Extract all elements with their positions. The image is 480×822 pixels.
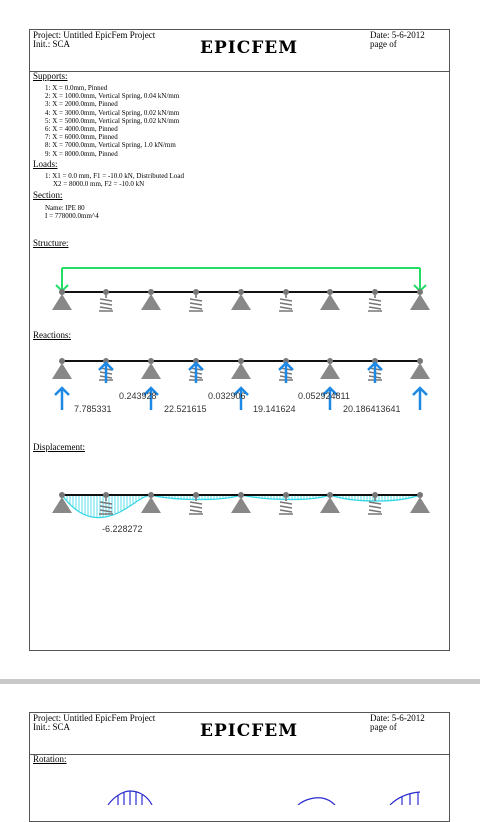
spring-support-icon — [189, 289, 203, 312]
reaction-arrow-icon — [233, 386, 249, 410]
spring-support-icon — [368, 492, 382, 515]
section-title: Section: — [33, 190, 63, 200]
header-left: Project: Untitled EpicFem Project Init.:… — [33, 714, 155, 732]
header-right: Date: 5-6-2012 page of — [370, 31, 425, 49]
reaction-arrows — [54, 361, 428, 410]
support-item: 5: X = 5000.0mm, Vertical Spring, 0.02 k… — [45, 116, 180, 125]
displacement-diagram: -6.228272 — [52, 492, 430, 534]
section-name: Name: IPE 80 — [45, 204, 85, 212]
supports-group — [52, 492, 430, 515]
reaction-labels: 7.785331 0.243928 22.521615 0.032906 19.… — [74, 391, 401, 414]
support-item: 9: X = 8000.0mm, Pinned — [45, 149, 118, 158]
reaction-value: 0.052924811 — [298, 391, 350, 401]
section-props: Name: IPE 80 I = 778000.0mm^4 — [45, 204, 99, 220]
reactions-title: Reactions: — [33, 330, 71, 340]
loads-list: 1: X1 = 0.0 mm, F1 = -10.0 kN, Distribut… — [45, 172, 184, 188]
support-item: 3: X = 2000.0mm, Pinned — [45, 100, 118, 109]
load-item: 1: X1 = 0.0 mm, F1 = -10.0 kN, Distribut… — [45, 172, 184, 180]
triangle-support-icon — [231, 289, 251, 310]
displacement-curve — [60, 494, 421, 519]
loads-title: Loads: — [33, 159, 58, 169]
reaction-arrow-icon — [278, 361, 294, 383]
date: Date: 5-6-2012 — [370, 30, 425, 40]
reaction-value: 0.243928 — [119, 391, 157, 401]
triangle-support-icon — [320, 358, 340, 379]
displacement-title: Displacement: — [33, 442, 85, 452]
triangle-support-icon — [410, 358, 430, 379]
reaction-arrow-icon — [322, 386, 338, 410]
load-item: X2 = 8000.0 mm, F2 = -10.0 kN — [53, 180, 145, 189]
support-item: 1: X = 0.0mm, Pinned — [45, 84, 108, 92]
support-item: 4: X = 3000.0mm, Vertical Spring, 0.02 k… — [45, 108, 180, 117]
epicfem-logo: EPICFEM — [200, 38, 299, 58]
support-item: 8: X = 7000.0mm, Vertical Spring, 1.0 kN… — [45, 141, 176, 150]
triangle-support-icon — [141, 289, 161, 310]
supports-group — [52, 289, 430, 312]
triangle-support-icon — [410, 492, 430, 513]
epicfem-logo: EPICFEM — [200, 721, 299, 741]
triangle-support-icon — [141, 358, 161, 379]
triangle-support-icon — [52, 358, 72, 379]
page-header: Project: Untitled EpicFem Project Init.:… — [30, 713, 449, 755]
supports-group — [52, 358, 430, 381]
reaction-arrow-icon — [98, 361, 114, 383]
triangle-support-icon — [320, 492, 340, 513]
triangle-support-icon — [320, 289, 340, 310]
rotation-diagram — [107, 790, 421, 805]
reaction-value: 0.032906 — [208, 391, 246, 401]
triangle-support-icon — [231, 492, 251, 513]
page-header: Project: Untitled EpicFem Project Init.:… — [30, 30, 449, 72]
spring-support-icon — [368, 289, 382, 312]
project-name: Project: Untitled EpicFem Project — [33, 713, 156, 723]
triangle-support-icon — [141, 492, 161, 513]
reaction-value: 22.521615 — [164, 404, 207, 414]
support-item: 2: X = 1000.0mm, Vertical Spring, 0.04 k… — [45, 92, 180, 101]
initials: Init.: SCA — [33, 722, 71, 732]
section-inertia: I = 778000.0mm^4 — [45, 212, 99, 221]
report-page-2: Project: Untitled EpicFem Project Init.:… — [29, 712, 450, 822]
structure-title: Structure: — [33, 238, 69, 248]
triangle-support-icon — [52, 492, 72, 513]
date: Date: 5-6-2012 — [370, 713, 425, 723]
triangle-support-icon — [410, 289, 430, 310]
initials: Init.: SCA — [33, 39, 71, 49]
reaction-value: 7.785331 — [74, 404, 112, 414]
reaction-arrow-icon — [143, 386, 159, 410]
displacement-min-label: -6.228272 — [102, 524, 143, 534]
page-separator — [0, 679, 480, 684]
header-right: Date: 5-6-2012 page of — [370, 714, 425, 732]
spring-support-icon — [189, 492, 203, 515]
reaction-arrow-icon — [367, 361, 383, 383]
reactions-diagram: 7.785331 0.243928 22.521615 0.032906 19.… — [52, 358, 430, 414]
support-item: 7: X = 6000.0mm, Pinned — [45, 133, 118, 142]
structure-diagram — [52, 267, 430, 312]
supports-title: Supports: — [33, 71, 68, 81]
supports-list: 1: X = 0.0mm, Pinned 2: X = 1000.0mm, Ve… — [45, 84, 179, 158]
triangle-support-icon — [52, 289, 72, 310]
reaction-value: 20.186413641 — [343, 404, 401, 414]
reaction-value: 19.141624 — [253, 404, 296, 414]
header-left: Project: Untitled EpicFem Project Init.:… — [33, 31, 155, 49]
rotation-curve — [107, 790, 421, 805]
reaction-arrow-icon — [412, 386, 428, 410]
rotation-title: Rotation: — [33, 754, 67, 764]
project-name: Project: Untitled EpicFem Project — [33, 30, 156, 40]
spring-support-icon — [99, 289, 113, 312]
spring-support-icon — [279, 492, 293, 515]
support-item: 6: X = 4000.0mm, Pinned — [45, 125, 118, 134]
triangle-support-icon — [231, 358, 251, 379]
reaction-arrow-icon — [188, 361, 204, 383]
spring-support-icon — [99, 492, 113, 515]
page-number: page of — [370, 39, 397, 49]
spring-support-icon — [279, 289, 293, 312]
page-number: page of — [370, 722, 397, 732]
reaction-arrow-icon — [54, 386, 70, 410]
report-page-1: Project: Untitled EpicFem Project Init.:… — [29, 29, 450, 651]
